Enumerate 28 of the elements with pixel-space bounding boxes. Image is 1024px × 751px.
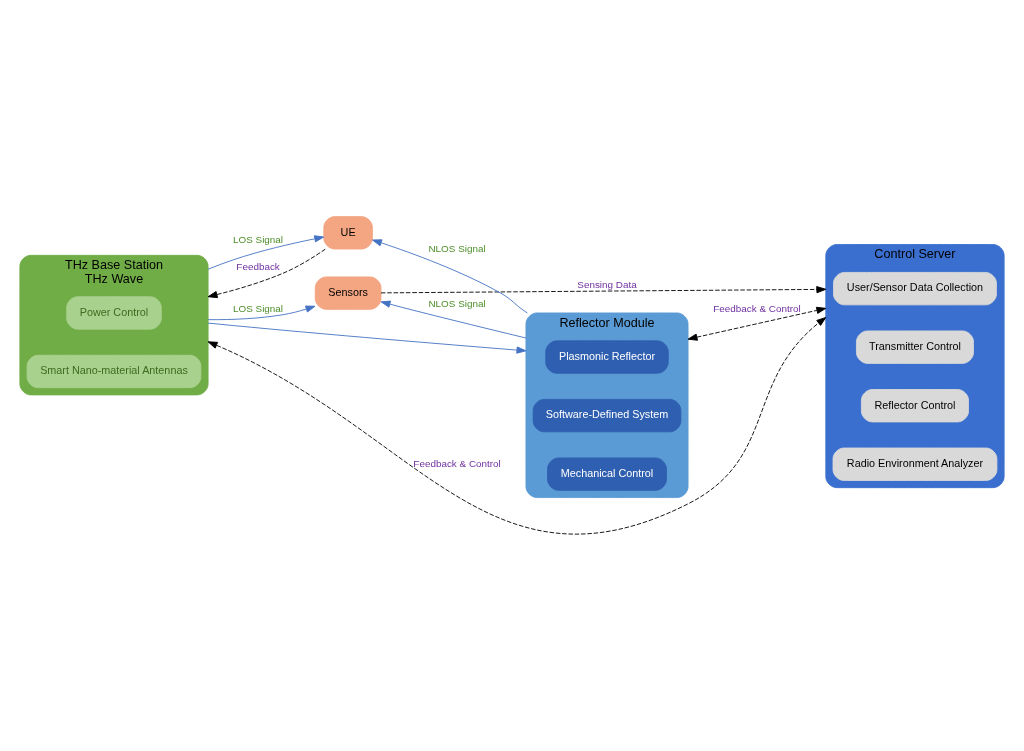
edge-label: LOS Signal: [233, 302, 284, 314]
node-box: Radio Environment Analyzer: [832, 447, 998, 481]
edge-label: Feedback: [236, 261, 280, 273]
node-box: User/Sensor Data Collection: [833, 272, 997, 306]
arrow: [207, 317, 827, 534]
arrow: [380, 286, 827, 294]
node-box: Sensors: [314, 276, 382, 310]
arrow: [207, 248, 326, 299]
node-box: Smart Nano-material Antennas: [26, 354, 202, 389]
edge-label: Feedback & Control: [713, 302, 801, 314]
arrow: [687, 306, 827, 341]
edge-label: LOS Signal: [233, 234, 284, 246]
edge-label: Feedback & Control: [413, 457, 501, 469]
arrow: [207, 305, 316, 321]
arrow: [207, 322, 527, 354]
edge-label: NLOS Signal: [428, 243, 486, 255]
edge-label: Sensing Data: [577, 279, 637, 291]
arrow: [380, 300, 527, 339]
node-box: Software-Defined System: [532, 398, 682, 433]
node-box: Transmitter Control: [855, 330, 974, 364]
node-box: Reflector Control: [860, 389, 969, 423]
node-box: Power Control: [66, 296, 162, 330]
node-box: Mechanical Control: [547, 457, 667, 491]
arrow: [372, 239, 528, 314]
node-box: Plasmonic Reflector: [545, 340, 669, 374]
node-box: UE: [323, 216, 373, 250]
arrow: [207, 235, 325, 270]
edge-label: NLOS Signal: [428, 298, 486, 310]
